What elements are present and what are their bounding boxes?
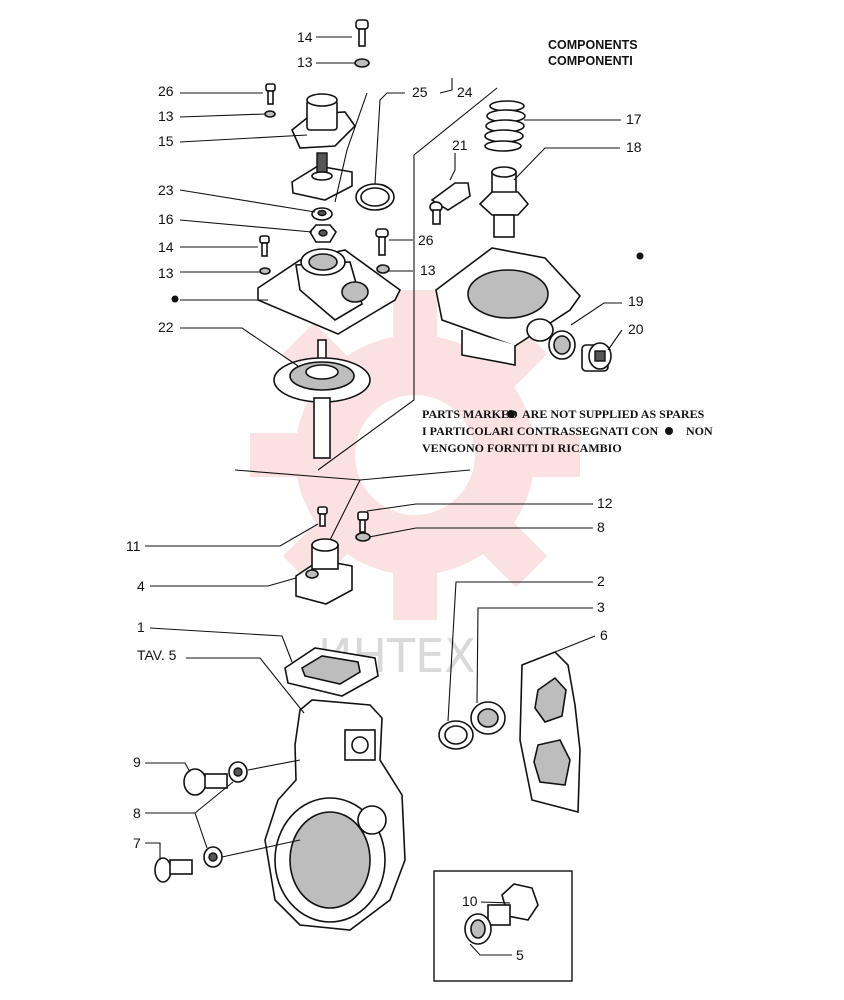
callout-11: 11: [126, 538, 141, 554]
part-11-screw: [317, 506, 328, 527]
svg-text:PARTS MARKED: PARTS MARKED: [422, 407, 518, 421]
part-10-fitting: [487, 883, 539, 926]
part-19-seal: [548, 330, 576, 360]
part-12-screw: [357, 511, 369, 533]
part-13-washer: [354, 58, 370, 68]
callout-4: 4: [137, 578, 145, 594]
part-5-washer: [464, 913, 492, 945]
part-20-plug: [581, 342, 612, 372]
callout-16: 16: [158, 211, 174, 227]
callout-10: 10: [462, 893, 478, 909]
part-6-gasket: [519, 651, 581, 814]
part-8-washer: [355, 532, 371, 542]
callout-25: 25: [412, 84, 428, 100]
part-8-washer: [228, 761, 248, 783]
callout-20: 20: [628, 321, 644, 337]
leader-lines: [145, 36, 623, 956]
svg-text:I PARTICOLARI CONTRASSEGNATI C: I PARTICOLARI CONTRASSEGNATI CON: [422, 424, 659, 438]
callout-7: 7: [133, 835, 141, 851]
part-14-screw: [259, 235, 270, 257]
spares-note: PARTS MARKED ARE NOT SUPPLIED AS SPARES …: [422, 407, 713, 455]
part-14-screw: [355, 19, 369, 47]
bullet-marker-icon: [507, 410, 515, 418]
callout-21: 21: [452, 137, 468, 153]
part-8-washer: [203, 846, 223, 868]
upper-housing: [257, 248, 402, 335]
part-17-spring: [484, 100, 526, 152]
callout-3: 3: [597, 599, 605, 615]
callout-13: 13: [420, 262, 436, 278]
svg-text:NON: NON: [686, 424, 713, 438]
callout-1: 1: [137, 619, 145, 635]
part-13-washer: [259, 267, 271, 275]
part-13-washer: [376, 264, 390, 274]
callout-5: 5: [516, 947, 524, 963]
callout-26: 26: [158, 83, 174, 99]
callout-13: 13: [158, 108, 174, 124]
part-18-valve: [478, 166, 530, 238]
watermark-gear-logo: [250, 290, 580, 620]
part-3-seal: [470, 701, 506, 735]
svg-text:ARE NOT SUPPLIED AS SPARES: ARE NOT SUPPLIED AS SPARES: [522, 407, 705, 421]
callout-23: 23: [158, 182, 174, 198]
part-9-bolt: [183, 768, 228, 796]
callout-14: 14: [158, 239, 174, 255]
not-supplied-marker-icon: [636, 252, 644, 260]
header-components-it: COMPONENTI: [548, 54, 633, 68]
part-1-gasket: [284, 647, 379, 697]
part-23-nut: [311, 207, 333, 221]
part-7-screw: [154, 857, 193, 883]
callout-14: 14: [297, 29, 313, 45]
inset-frame: [433, 870, 573, 982]
part-13-washer: [264, 110, 276, 118]
callout-15: 15: [158, 133, 174, 149]
header-components-en: COMPONENTS: [548, 38, 638, 52]
callout-8: 8: [133, 805, 141, 821]
callout-labels: 14 13 26 13 15 25 24 23 16 14 26 13 13 2…: [126, 29, 644, 963]
part-22-diaphragm: [273, 339, 371, 459]
lower-housing-right: [435, 247, 582, 366]
part-2-o-ring: [438, 720, 474, 750]
callout-26: 26: [418, 232, 434, 248]
part-26-screw: [265, 83, 276, 105]
callout-13: 13: [297, 54, 313, 70]
callout-19: 19: [628, 293, 644, 309]
part-21-lever: [429, 182, 471, 225]
main-housing: [264, 699, 406, 931]
callout-12: 12: [597, 495, 613, 511]
callout-2: 2: [597, 573, 605, 589]
callout-22: 22: [158, 319, 174, 335]
callout-tav-5: TAV. 5: [137, 647, 177, 663]
callout-18: 18: [626, 139, 642, 155]
part-4-pump-body: [295, 538, 353, 605]
callout-24: 24: [457, 84, 473, 100]
svg-text:VENGONO FORNITI DI RICAMBIO: VENGONO FORNITI DI RICAMBIO: [422, 441, 622, 455]
callout-13: 13: [158, 265, 174, 281]
callout-17: 17: [626, 111, 642, 127]
assembly-guide-lines: [234, 87, 498, 541]
callout-6: 6: [600, 627, 608, 643]
not-supplied-marker-icon: [171, 295, 179, 303]
part-25-ring: [355, 183, 395, 211]
callout-8: 8: [597, 519, 605, 535]
part-24-plate: [291, 152, 353, 201]
bullet-marker-icon: [665, 427, 673, 435]
part-16-nut: [309, 224, 337, 243]
part-15-cover: [291, 93, 357, 149]
callout-9: 9: [133, 754, 141, 770]
part-26-screw: [375, 228, 389, 256]
